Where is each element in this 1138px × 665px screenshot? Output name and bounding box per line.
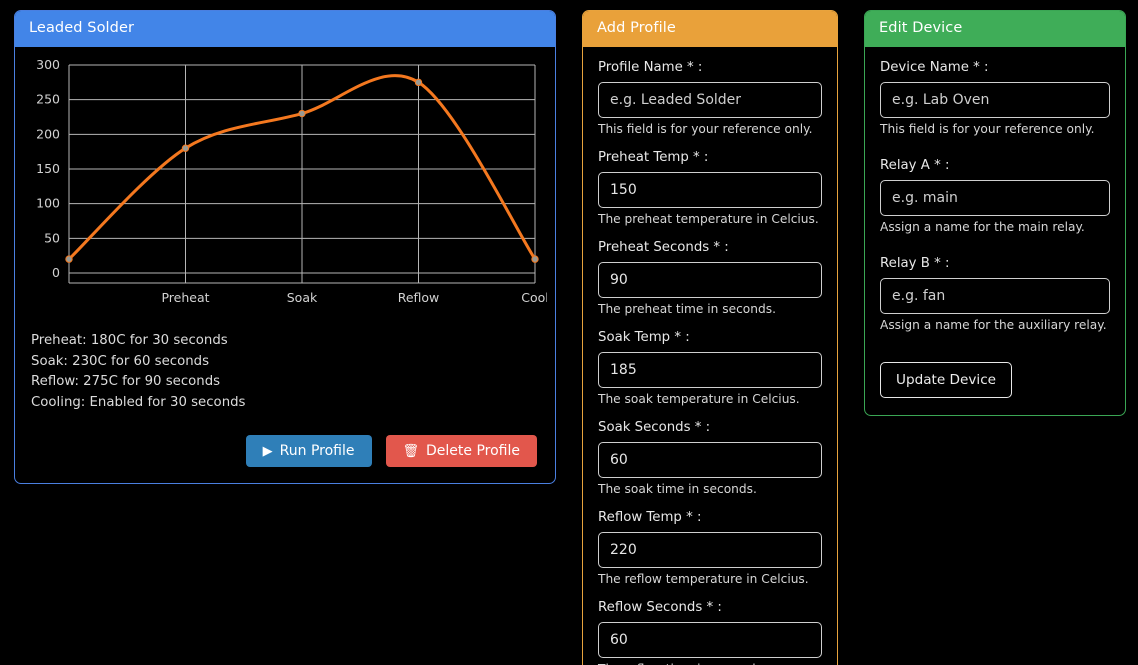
svg-text:Soak: Soak <box>287 290 318 305</box>
profile-summary-soak: Soak: 230C for 60 seconds <box>31 353 210 369</box>
reflow-seconds-help-text: The reflow time in seconds. <box>598 662 822 665</box>
add-profile-card: Add Profile Profile Name * : This field i… <box>582 10 838 665</box>
soak-seconds-label: Soak Seconds * : <box>598 420 711 435</box>
svg-text:Reflow: Reflow <box>398 290 440 305</box>
edit-device-form: Device Name * : This field is for your re… <box>865 47 1125 415</box>
edit-device-card-title: Edit Device <box>879 20 963 36</box>
add-profile-card-title: Add Profile <box>597 20 676 36</box>
profile-card-header: Leaded Solder <box>15 11 555 47</box>
field-profile-name: Profile Name * : This field is for your r… <box>598 60 822 136</box>
svg-text:Cool: Cool <box>521 290 547 305</box>
chart-axis-ticks <box>185 273 536 283</box>
reflow-seconds-input[interactable] <box>598 622 822 658</box>
preheat-seconds-label: Preheat Seconds * : <box>598 240 729 255</box>
field-preheat-seconds: Preheat Seconds * : The preheat time in s… <box>598 240 822 316</box>
add-profile-form: Profile Name * : This field is for your r… <box>583 47 837 665</box>
soak-seconds-help-text: The soak time in seconds. <box>598 482 757 496</box>
field-reflow-seconds: Reflow Seconds * : The reflow time in sec… <box>598 600 822 665</box>
relay-a-label: Relay A * : <box>880 158 950 173</box>
relay-b-label: Relay B * : <box>880 256 950 271</box>
trash-icon: 🗑 <box>402 443 420 459</box>
reflow-temp-label: Reflow Temp * : <box>598 510 702 525</box>
update-device-button[interactable]: Update Device <box>880 362 1013 398</box>
field-preheat-temp: Preheat Temp * : The preheat temperature … <box>598 150 822 226</box>
preheat-temp-label: Preheat Temp * : <box>598 150 709 165</box>
field-soak-temp: Soak Temp * : The soak temperature in Cel… <box>598 330 822 406</box>
device-name-help-text: This field is for your reference only. <box>880 122 1095 136</box>
chart-ytick-labels: 0 50 100 150 200 250 300 <box>36 57 60 280</box>
svg-text:50: 50 <box>44 230 60 245</box>
field-soak-seconds: Soak Seconds * : The soak time in seconds… <box>598 420 822 496</box>
svg-text:Preheat: Preheat <box>161 290 209 305</box>
relay-a-input[interactable] <box>880 180 1110 216</box>
preheat-seconds-help-text: The preheat time in seconds. <box>598 302 776 316</box>
soak-temp-input[interactable] <box>598 352 822 388</box>
profile-summary-cooling: Cooling: Enabled for 30 seconds <box>31 394 246 410</box>
profile-actions: ▶ Run Profile 🗑 Delete Profile <box>23 435 537 467</box>
preheat-temp-help-text: The preheat temperature in Celcius. <box>598 212 819 226</box>
profile-name-label: Profile Name * : <box>598 60 703 75</box>
preheat-seconds-input[interactable] <box>598 262 822 298</box>
reflow-temp-help-text: The reflow temperature in Celcius. <box>598 572 809 586</box>
reflow-seconds-label: Reflow Seconds * : <box>598 600 722 615</box>
profile-name-input[interactable] <box>598 82 822 118</box>
delete-profile-button[interactable]: 🗑 Delete Profile <box>385 435 537 467</box>
soak-temp-label: Soak Temp * : <box>598 330 690 345</box>
chart-xtick-labels: Preheat Soak Reflow Cool <box>161 290 547 305</box>
profile-name-help-text: This field is for your reference only. <box>598 122 813 136</box>
chart-svg: 0 50 100 150 200 250 300 Preheat Soak Reflow Cool <box>36 57 547 305</box>
profile-summary: Preheat: 180C for 30 seconds Soak: 230C … <box>31 331 547 413</box>
svg-text:250: 250 <box>36 92 60 107</box>
device-name-input[interactable] <box>880 82 1110 118</box>
svg-text:200: 200 <box>36 126 60 141</box>
chart-gridlines <box>68 64 536 284</box>
svg-text:150: 150 <box>36 161 60 176</box>
chart-data-markers <box>65 78 539 263</box>
reflow-profile-chart: 0 50 100 150 200 250 300 Preheat Soak Reflow Cool <box>23 57 547 319</box>
run-profile-label: Run Profile <box>279 443 355 459</box>
profile-summary-reflow: Reflow: 275C for 90 seconds <box>31 374 221 389</box>
add-profile-card-header: Add Profile <box>583 11 837 47</box>
soak-temp-help-text: The soak temperature in Celcius. <box>598 392 800 406</box>
device-name-label: Device Name * : <box>880 60 989 75</box>
edit-device-card: Edit Device Device Name * : This field is… <box>864 10 1126 416</box>
relay-a-help-text: Assign a name for the main relay. <box>880 220 1085 234</box>
soak-seconds-input[interactable] <box>598 442 822 478</box>
delete-profile-label: Delete Profile <box>426 443 520 459</box>
run-profile-button[interactable]: ▶ Run Profile <box>245 435 372 467</box>
play-icon: ▶ <box>262 443 273 459</box>
field-device-name: Device Name * : This field is for your re… <box>880 60 1110 136</box>
relay-b-input[interactable] <box>880 278 1110 314</box>
profile-summary-preheat: Preheat: 180C for 30 seconds <box>31 333 228 348</box>
svg-text:0: 0 <box>52 265 60 280</box>
profile-card-title: Leaded Solder <box>29 20 135 36</box>
reflow-temp-input[interactable] <box>598 532 822 568</box>
edit-device-card-header: Edit Device <box>865 11 1125 47</box>
preheat-temp-input[interactable] <box>598 172 822 208</box>
field-reflow-temp: Reflow Temp * : The reflow temperature in… <box>598 510 822 586</box>
profile-card: Leaded Solder 0 50 100 150 200 250 300 Preheat… <box>14 10 556 484</box>
relay-b-help-text: Assign a name for the auxiliary relay. <box>880 318 1107 332</box>
field-relay-b: Relay B * : Assign a name for the auxilia… <box>880 256 1110 332</box>
svg-text:300: 300 <box>36 57 60 72</box>
svg-text:100: 100 <box>36 196 60 211</box>
field-relay-a: Relay A * : Assign a name for the main re… <box>880 158 1110 234</box>
